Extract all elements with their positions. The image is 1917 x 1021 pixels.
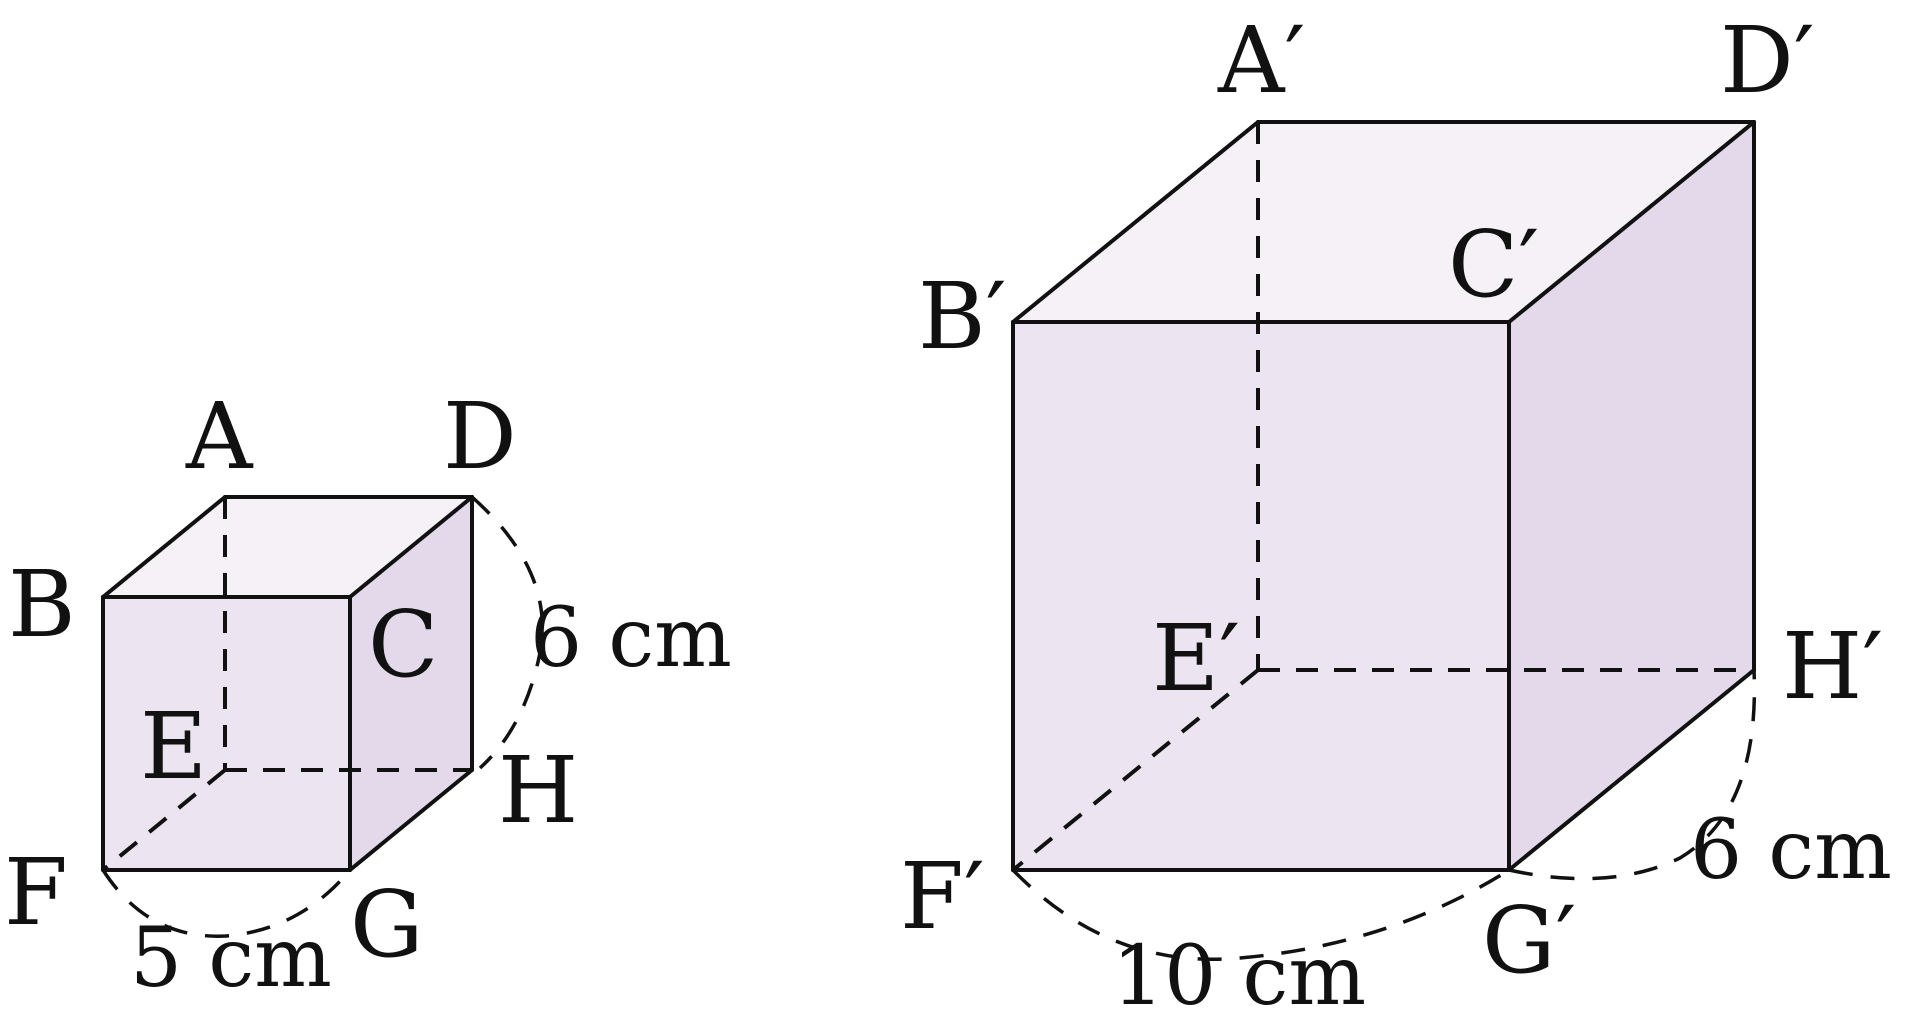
large-vertex-label-a: A′ <box>1217 7 1305 114</box>
large-prism: A′ D′ B′ C′ E′ H′ F′ G′ 10 cm 6 cm <box>900 7 1892 1021</box>
small-prism: A D B C E H F G 5 cm 6 cm <box>4 383 732 1006</box>
small-vertex-label-c: C <box>368 591 438 698</box>
large-front-face <box>1013 322 1509 870</box>
small-depth-dimension-label: 6 cm <box>530 591 732 686</box>
small-width-dimension-label: 5 cm <box>130 911 332 1006</box>
large-vertex-label-d: D′ <box>1720 7 1815 114</box>
small-edge-cd <box>348 495 474 599</box>
small-side-face <box>350 497 472 870</box>
small-vertex-label-a: A <box>185 383 254 490</box>
small-vertex-label-h: H <box>498 737 578 844</box>
small-vertex-label-e: E <box>140 693 207 800</box>
small-edge-gh <box>348 768 474 872</box>
small-vertex-label-f: F <box>4 839 68 946</box>
large-width-dimension-label: 10 cm <box>1112 929 1366 1021</box>
large-edge-cd <box>1507 120 1756 324</box>
large-vertex-label-h: H′ <box>1782 613 1883 720</box>
small-width-dimension-arc <box>101 868 352 938</box>
large-vertex-label-g: G′ <box>1482 887 1576 994</box>
small-edge-ba <box>101 495 227 599</box>
large-side-face <box>1509 122 1754 870</box>
large-edge-gh <box>1507 668 1756 872</box>
large-width-dimension-arc <box>1011 868 1510 962</box>
small-vertex-label-b: B <box>8 551 76 658</box>
large-vertex-label-f: F′ <box>900 843 985 950</box>
small-hidden-edge-ef <box>101 768 227 872</box>
large-depth-dimension-arc <box>1508 669 1757 881</box>
large-vertex-label-b: B′ <box>918 263 1007 370</box>
small-vertex-label-g: G <box>350 871 424 978</box>
small-depth-dimension-arc <box>470 495 545 770</box>
large-edge-ba <box>1011 120 1260 324</box>
large-depth-dimension-label: 6 cm <box>1690 803 1892 898</box>
large-hidden-edge-ef <box>1011 668 1260 872</box>
large-vertex-label-c: C′ <box>1448 211 1539 318</box>
small-vertex-label-d: D <box>443 383 517 490</box>
large-vertex-label-e: E′ <box>1152 605 1240 712</box>
